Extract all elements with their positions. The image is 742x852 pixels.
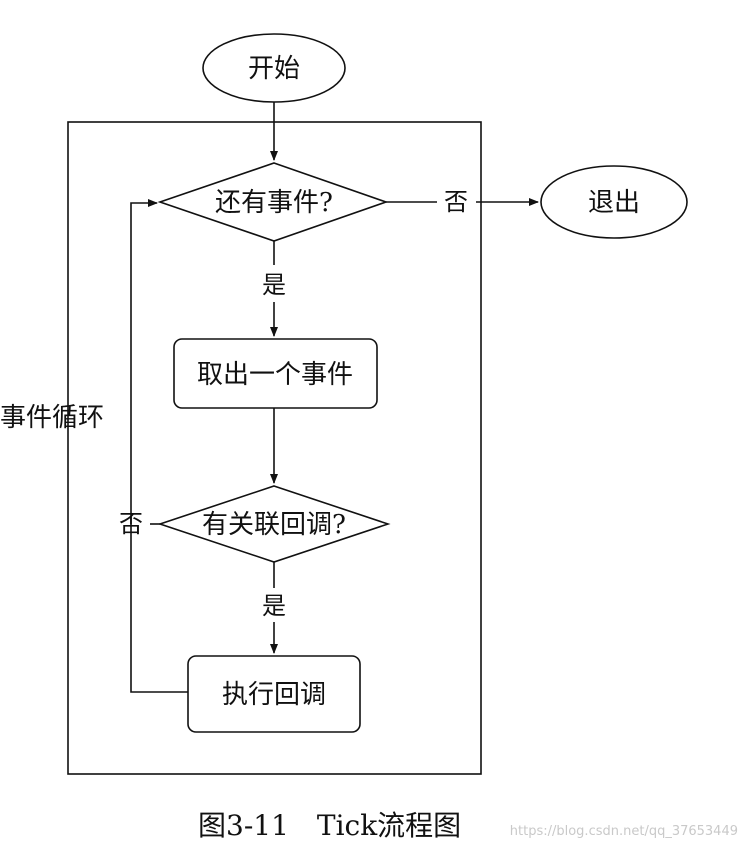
event-loop-label: 事件循环 bbox=[0, 403, 104, 433]
edge-label-yes-run: 是 bbox=[262, 592, 286, 620]
run-callback-process: 执行回调 bbox=[187, 655, 361, 733]
figure-caption: 图3-11 Tick流程图 bbox=[198, 809, 461, 842]
start-node: 开始 bbox=[202, 33, 346, 103]
has-callback-label: 有关联回调? bbox=[202, 510, 346, 540]
edge-loop-back bbox=[130, 199, 188, 693]
has-event-label: 还有事件? bbox=[215, 188, 333, 218]
has-callback-decision: 有关联回调? bbox=[157, 485, 391, 563]
exit-node: 退出 bbox=[540, 165, 688, 239]
take-event-label: 取出一个事件 bbox=[197, 360, 353, 390]
run-callback-label: 执行回调 bbox=[222, 680, 326, 710]
watermark-text: https://blog.csdn.net/qq_37653449 bbox=[510, 824, 738, 839]
has-event-decision: 还有事件? bbox=[157, 162, 389, 242]
edge-label-yes-take: 是 bbox=[262, 271, 286, 299]
exit-node-label: 退出 bbox=[588, 188, 640, 218]
start-node-label: 开始 bbox=[248, 54, 300, 84]
edge-label-no-exit: 否 bbox=[444, 188, 468, 216]
take-event-process: 取出一个事件 bbox=[173, 338, 378, 409]
